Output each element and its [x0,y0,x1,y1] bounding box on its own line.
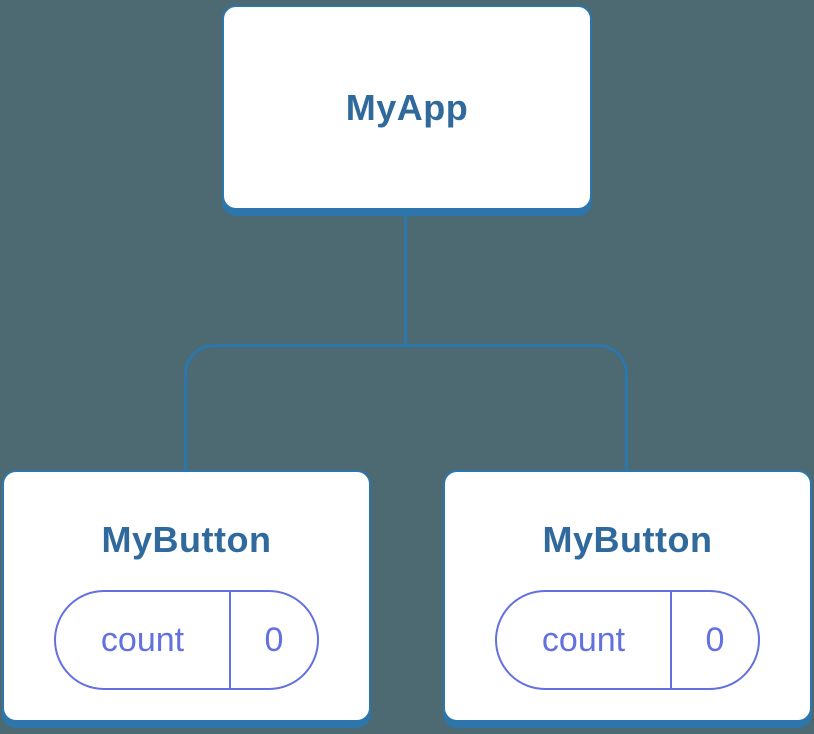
state-key-cell: count [56,592,229,688]
child-node-mybutton-right: MyButton count 0 [443,470,812,722]
state-value-cell: 0 [670,592,758,688]
child-node-mybutton-left: MyButton count 0 [2,470,371,722]
state-key-label: count [100,620,185,659]
child-node-label: MyButton [542,519,713,560]
connector-bracket [184,344,628,470]
state-value-label: 0 [264,620,284,659]
root-node-label: MyApp [345,86,469,128]
root-node-myapp: MyApp [222,5,592,210]
state-value-label: 0 [705,620,725,659]
state-pill: count 0 [54,590,319,690]
state-value-cell: 0 [229,592,317,688]
state-key-cell: count [497,592,670,688]
child-node-label: MyButton [101,519,272,560]
state-key-label: count [541,620,626,659]
state-pill: count 0 [495,590,760,690]
connector-stem [404,215,407,347]
